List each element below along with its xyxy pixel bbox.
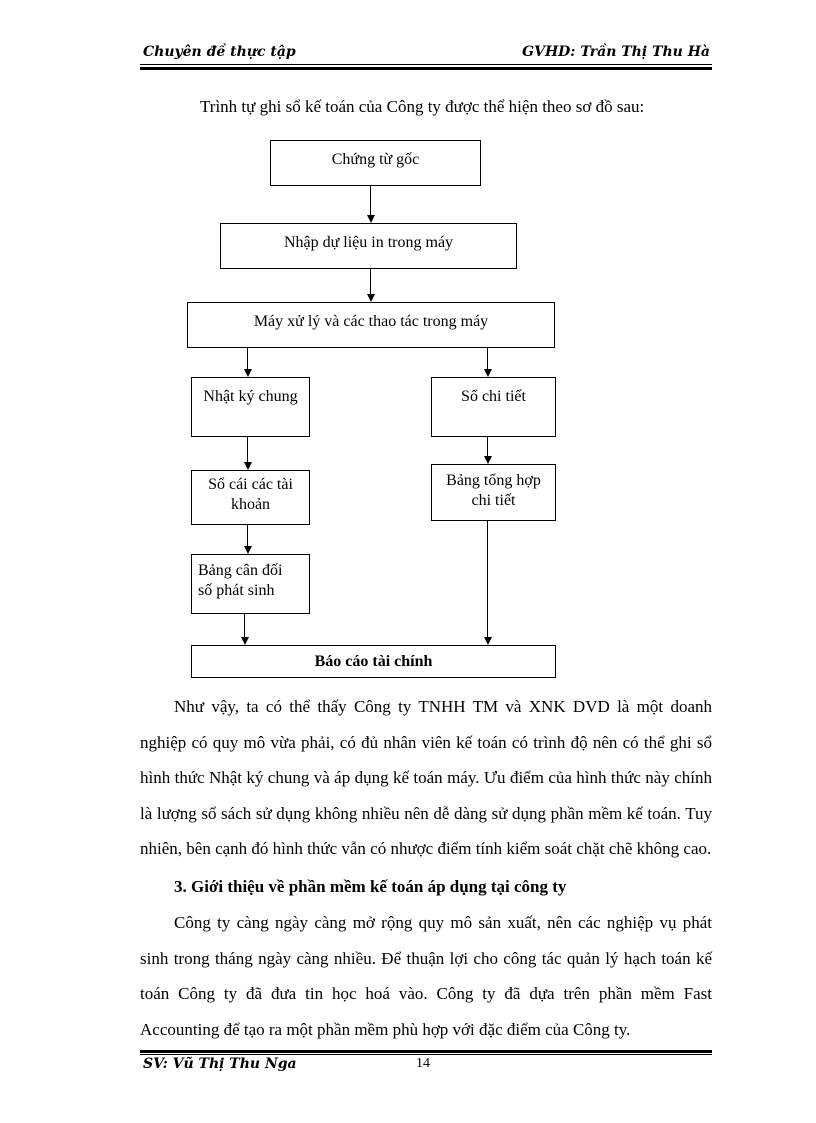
box-data-entry-label: Nhập dự liệu in trong máy: [283, 234, 454, 251]
box-detail-ledger-label: Sổ chi tiết: [461, 388, 526, 405]
arrow-head-3: [244, 369, 252, 377]
arrow-line-2: [370, 269, 371, 296]
footer-student-name: SV: Vũ Thị Thu Nga: [143, 1056, 297, 1072]
box-detail-summary-line2: chi tiết: [471, 492, 516, 509]
box-source-documents-label: Chứng từ gốc: [331, 151, 420, 168]
arrow-head-4: [484, 369, 492, 377]
arrow-head-7: [244, 546, 252, 554]
arrow-line-8: [244, 614, 245, 639]
arrow-line-9: [487, 521, 488, 639]
box-processing-label: Máy xử lý và các thao tác trong máy: [253, 313, 489, 330]
arrow-head-2: [367, 294, 375, 302]
box-general-journal: Nhật ký chung: [191, 377, 310, 437]
arrow-line-6: [487, 437, 488, 458]
arrow-line-7: [247, 525, 248, 548]
box-detail-summary-line1: Bảng tổng hợp: [446, 472, 541, 489]
header-rule-thin: [140, 64, 712, 65]
box-general-ledger: Sổ cái các tài khoản: [191, 470, 310, 525]
box-trial-balance: Bảng cân đối số phát sinh: [191, 554, 310, 614]
box-financial-report: Báo cáo tài chính: [191, 645, 556, 678]
paragraph-conclusion: Như vậy, ta có thể thấy Công ty TNHH TM …: [140, 697, 712, 858]
header-left-title: Chuyên đề thực tập: [143, 44, 296, 60]
arrow-line-3: [247, 348, 248, 371]
section-heading: 3. Giới thiệu về phần mềm kế toán áp dụn…: [174, 877, 567, 896]
box-general-ledger-line1: Sổ cái các tài: [208, 476, 293, 493]
footer-page-number: 14: [416, 1056, 430, 1071]
box-financial-report-label: Báo cáo tài chính: [314, 653, 433, 670]
box-trial-balance-line1: Bảng cân đối: [198, 562, 283, 579]
box-detail-ledger: Sổ chi tiết: [431, 377, 556, 437]
box-data-entry: Nhập dự liệu in trong máy: [220, 223, 517, 269]
arrow-head-1: [367, 215, 375, 223]
arrow-head-8: [241, 637, 249, 645]
arrow-head-6: [484, 456, 492, 464]
box-detail-summary: Bảng tổng hợp chi tiết: [431, 464, 556, 521]
footer-rule-thin: [140, 1054, 712, 1055]
box-general-ledger-line2: khoản: [230, 496, 271, 513]
box-processing: Máy xử lý và các thao tác trong máy: [187, 302, 555, 348]
header-rule-thick: [140, 67, 712, 70]
arrow-line-4: [487, 348, 488, 371]
box-general-journal-label: Nhật ký chung: [203, 388, 298, 405]
header-right-supervisor: GVHD: Trần Thị Thu Hà: [522, 44, 710, 60]
box-trial-balance-line2: số phát sinh: [198, 582, 275, 599]
arrow-head-5: [244, 462, 252, 470]
arrow-line-5: [247, 437, 248, 464]
box-source-documents: Chứng từ gốc: [270, 140, 481, 186]
intro-text: Trình tự ghi sổ kế toán của Công ty được…: [200, 97, 645, 116]
footer-rule-thick: [140, 1050, 712, 1053]
arrow-line-1: [370, 186, 371, 217]
arrow-head-9: [484, 637, 492, 645]
paragraph-software-intro: Công ty càng ngày càng mở rộng quy mô sả…: [140, 913, 712, 1039]
